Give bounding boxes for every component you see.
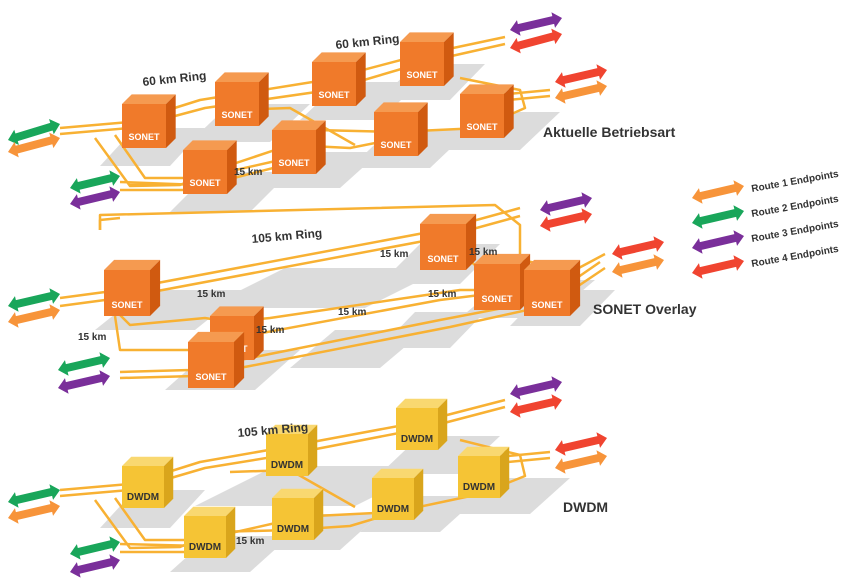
endpoint-arrow-route1 <box>612 254 665 278</box>
fiber-link <box>113 438 527 542</box>
sonet-node: SONET <box>474 253 531 310</box>
legend-label: Route 1 Endpoints <box>751 169 840 195</box>
endpoint-arrow-route4 <box>540 208 593 232</box>
node-label: SONET <box>427 254 459 264</box>
sonet-node: SONET <box>420 213 477 270</box>
dwdm-node: DWDM <box>396 398 448 450</box>
node-label: SONET <box>531 300 563 310</box>
endpoint-arrow-route2 <box>70 536 121 560</box>
endpoint-arrow-route2 <box>8 484 61 508</box>
legend-label: Route 4 Endpoints <box>751 244 840 270</box>
span-label-current: 15 km <box>234 167 262 178</box>
dwdm-node: DWDM <box>272 488 324 540</box>
span-label-overlay-a: 15 km <box>380 249 408 260</box>
endpoint-arrow-route1 <box>8 132 60 158</box>
endpoint-arrow-route2 <box>58 352 111 376</box>
node-label: DWDM <box>463 482 495 493</box>
node-label: SONET <box>111 300 143 310</box>
endpoint-arrow-route4 <box>612 236 665 260</box>
fiber-link <box>59 206 521 300</box>
dwdm-node: DWDM <box>184 506 236 558</box>
fiber-link <box>59 214 521 308</box>
node-label: DWDM <box>271 460 303 471</box>
section-title-current: Aktuelle Betriebsart <box>543 124 676 140</box>
legend-arrow-route4 <box>692 255 745 279</box>
sonet-node: SONET <box>460 84 514 138</box>
endpoint-arrow-route1 <box>555 450 608 474</box>
node-label: SONET <box>466 122 498 132</box>
node-label: DWDM <box>277 524 309 535</box>
node-label: DWDM <box>377 504 409 515</box>
ring-label-60-b: 60 km Ring <box>335 31 400 52</box>
span-label-overlay-f: 15 km <box>256 325 284 336</box>
legend-item: Route 4 Endpoints <box>692 244 840 279</box>
node-label: SONET <box>195 372 227 382</box>
span-label-overlay-d: 15 km <box>428 289 456 300</box>
legend-label: Route 2 Endpoints <box>751 194 840 220</box>
endpoint-arrow-route3 <box>510 12 563 36</box>
dwdm-node: DWDM <box>122 456 174 508</box>
ring-label-60-a: 60 km Ring <box>142 68 207 89</box>
node-label: SONET <box>481 294 513 304</box>
node-label: SONET <box>278 158 310 168</box>
legend-label: Route 3 Endpoints <box>751 219 840 245</box>
node-label: SONET <box>189 178 221 188</box>
endpoint-arrow-route4 <box>510 28 562 54</box>
endpoint-arrow-route4 <box>555 64 608 88</box>
sonet-node: SONET <box>122 94 176 148</box>
sonet-node: SONET <box>215 72 269 126</box>
section-title-overlay: SONET Overlay <box>593 301 697 317</box>
section-title-dwdm: DWDM <box>563 499 608 515</box>
platform <box>205 268 445 308</box>
endpoint-arrow-route4 <box>510 394 563 418</box>
node-label: DWDM <box>189 542 221 553</box>
node-label: SONET <box>128 132 160 142</box>
sonet-node: SONET <box>272 120 326 174</box>
node-label: SONET <box>221 110 253 120</box>
endpoint-arrow-route1 <box>8 304 61 328</box>
node-label: SONET <box>406 70 438 80</box>
sonet-node: SONET <box>104 259 161 316</box>
fiber-link <box>98 216 121 230</box>
endpoint-arrow-route3 <box>58 370 111 394</box>
span-label-overlay-b: 15 km <box>469 247 497 258</box>
dwdm-node: DWDM <box>458 446 510 498</box>
node-label: SONET <box>380 140 412 150</box>
legend-arrow-route1 <box>692 180 745 204</box>
dwdm-node: DWDM <box>266 424 318 476</box>
ring-label-105-overlay: 105 km Ring <box>251 226 323 246</box>
endpoint-arrow-route3 <box>510 376 563 400</box>
span-label-overlay-e: 15 km <box>338 307 366 318</box>
endpoint-arrow-route4 <box>555 432 608 456</box>
endpoint-arrow-route2 <box>8 288 61 312</box>
span-label-overlay-c: 15 km <box>197 289 225 300</box>
endpoint-arrow-route3 <box>70 186 121 210</box>
sonet-node: SONET <box>312 52 366 106</box>
sonet-node: SONET <box>524 259 581 316</box>
sonet-node: SONET <box>400 32 454 86</box>
dwdm-node: DWDM <box>372 468 424 520</box>
endpoint-arrow-route2 <box>70 170 121 194</box>
endpoint-arrow-route3 <box>70 554 121 578</box>
sonet-node: SONET <box>188 331 245 388</box>
endpoint-arrow-route3 <box>540 192 593 216</box>
sonet-node: SONET <box>183 140 237 194</box>
ring-label-105-dwdm: 105 km Ring <box>237 420 309 440</box>
legend-arrow-route3 <box>692 230 745 254</box>
node-label: DWDM <box>401 434 433 445</box>
span-label-dwdm: 15 km <box>236 536 264 547</box>
node-label: DWDM <box>127 492 159 503</box>
legend-arrow-route2 <box>692 205 745 229</box>
sonet-node: SONET <box>374 102 428 156</box>
endpoint-arrow-route1 <box>8 500 61 524</box>
endpoint-arrow-route2 <box>8 119 61 145</box>
endpoint-arrow-route1 <box>555 80 608 104</box>
node-label: SONET <box>318 90 350 100</box>
span-label-overlay-g: 15 km <box>78 332 106 343</box>
